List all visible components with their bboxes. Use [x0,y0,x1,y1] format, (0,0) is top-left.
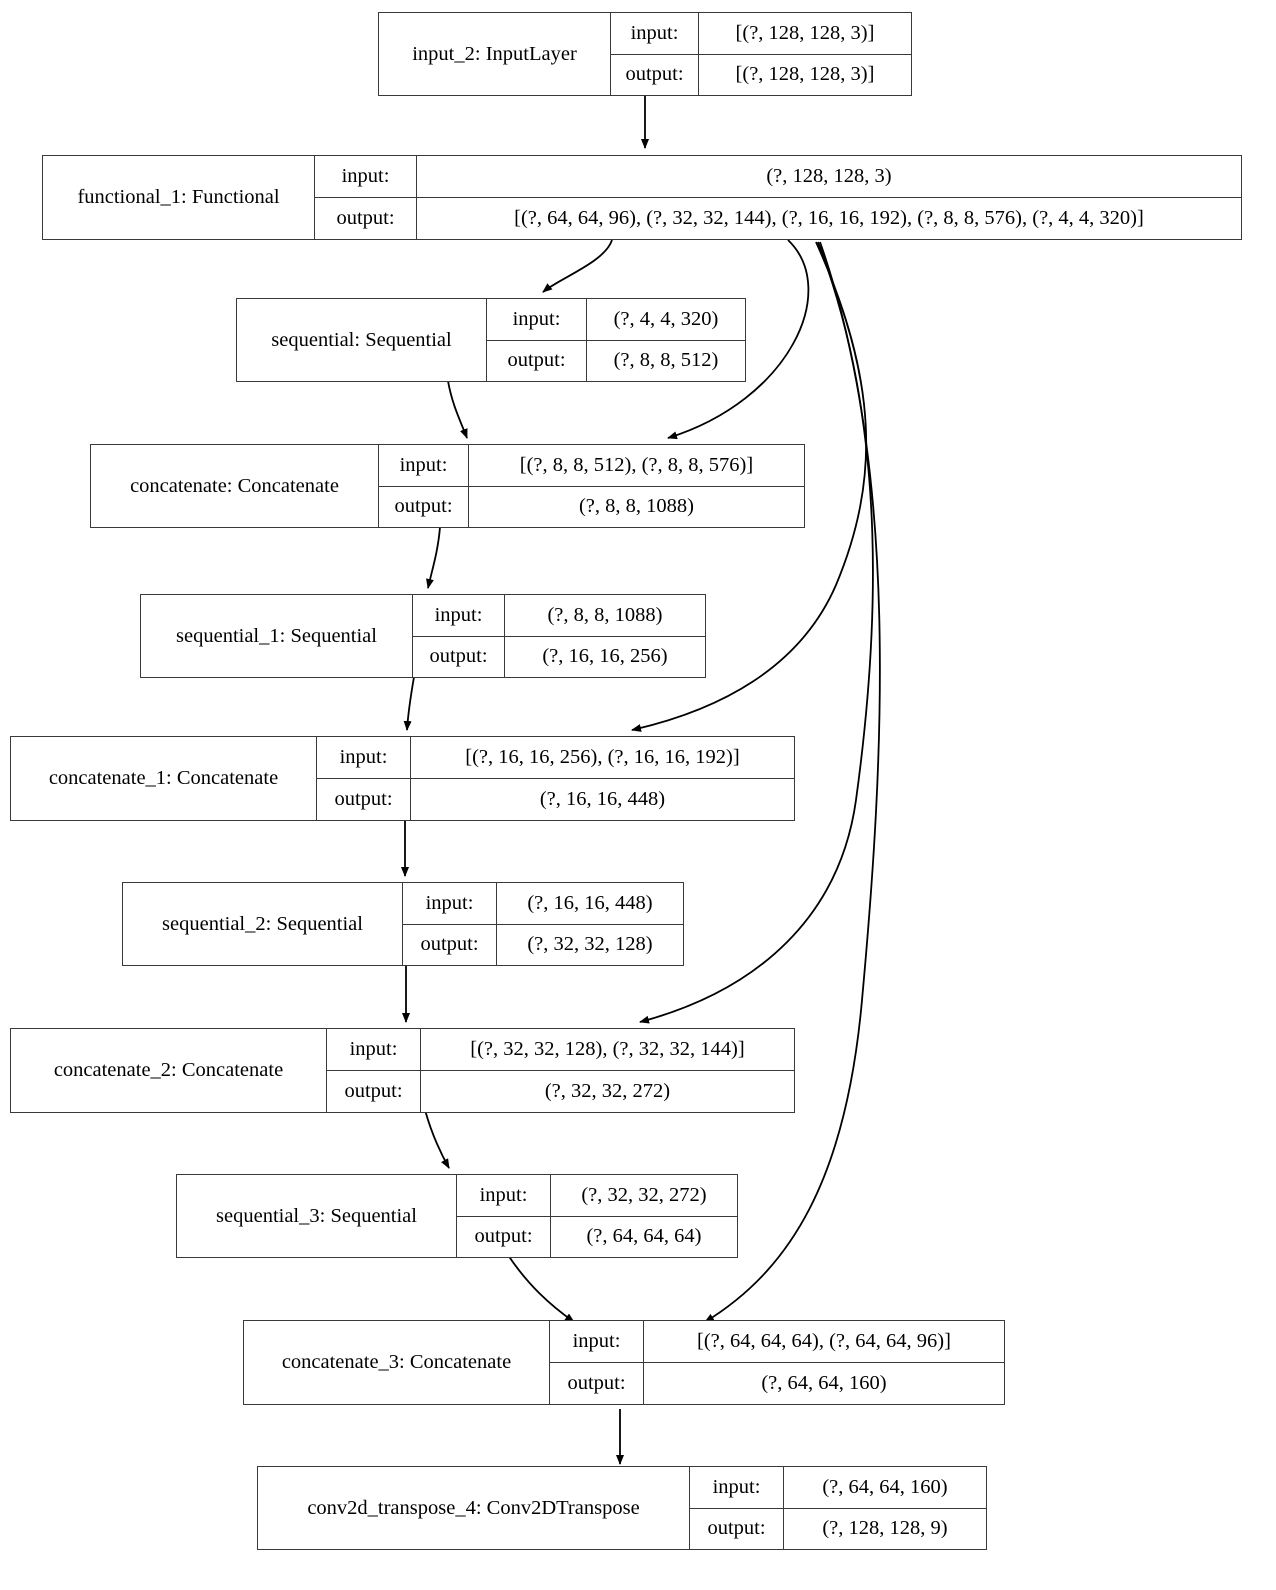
io-output-label: output: [550,1363,644,1404]
node-label: concatenate: Concatenate [91,445,379,527]
node-label: concatenate_1: Concatenate [11,737,317,820]
node-label: sequential_2: Sequential [123,883,403,965]
io-output-label: output: [611,54,699,95]
edge-functional1-sequential [542,239,613,293]
node-functional-1[interactable]: functional_1: Functional input: (?, 128,… [42,155,1242,240]
io-output-value: (?, 32, 32, 272) [544,1080,671,1102]
io-input-value: (?, 64, 64, 160) [822,1475,948,1498]
io-output-label: output: [403,924,497,965]
node-io: input: [(?, 128, 128, 3)] output: [(?, 1… [611,13,911,95]
node-sequential-1[interactable]: sequential_1: Sequential input: (?, 8, 8… [140,594,706,678]
io-output-value: [(?, 64, 64, 96), (?, 32, 32, 144), (?, … [514,207,1144,229]
io-input-value: (?, 8, 8, 1088) [547,603,663,626]
io-input-value: (?, 16, 16, 448) [527,891,653,914]
node-input-2[interactable]: input_2: InputLayer input: [(?, 128, 128… [378,12,912,96]
node-label: concatenate_2: Concatenate [11,1029,327,1112]
io-output-value: (?, 32, 32, 128) [527,933,653,956]
io-input-value: [(?, 64, 64, 64), (?, 64, 64, 96)] [697,1330,951,1352]
io-input-value: (?, 32, 32, 272) [581,1183,707,1206]
node-label: functional_1: Functional [43,156,315,239]
io-output-value: (?, 8, 8, 512) [613,349,719,372]
node-io: input: (?, 128, 128, 3) output: [(?, 64,… [315,156,1241,239]
edge-concatenate2-sequential3 [424,1109,450,1169]
node-io: input: (?, 4, 4, 320) output: (?, 8, 8, … [487,299,745,381]
io-output-value: (?, 64, 64, 64) [586,1225,702,1248]
io-input-label: input: [487,299,587,340]
node-sequential-2[interactable]: sequential_2: Sequential input: (?, 16, … [122,882,684,966]
node-io: input: [(?, 16, 16, 256), (?, 16, 16, 19… [317,737,794,820]
edge-sequential-concatenate [447,380,468,439]
io-input-label: input: [550,1321,644,1362]
node-label: sequential_3: Sequential [177,1175,457,1257]
io-output-label: output: [379,486,469,527]
io-input-label: input: [457,1175,551,1216]
io-output-label: output: [327,1071,421,1112]
node-concatenate[interactable]: concatenate: Concatenate input: [(?, 8, … [90,444,805,528]
node-conv2d-transpose-4[interactable]: conv2d_transpose_4: Conv2DTranspose inpu… [257,1466,987,1550]
io-input-label: input: [611,13,699,54]
node-concatenate-3[interactable]: concatenate_3: Concatenate input: [(?, 6… [243,1320,1005,1405]
io-input-value: (?, 4, 4, 320) [613,307,719,330]
io-input-label: input: [317,737,411,778]
io-input-label: input: [379,445,469,486]
node-label: sequential_1: Sequential [141,595,413,677]
edge-sequential3-concatenate3 [507,1254,575,1323]
edge-sequential1-concatenate1 [403,676,415,731]
io-output-label: output: [315,198,417,239]
io-output-label: output: [690,1508,784,1549]
io-output-value: (?, 16, 16, 448) [539,788,666,810]
node-io: input: [(?, 32, 32, 128), (?, 32, 32, 14… [327,1029,794,1112]
node-io: input: (?, 64, 64, 160) output: (?, 128,… [690,1467,986,1549]
io-output-value: (?, 64, 64, 160) [761,1372,887,1394]
io-output-value: [(?, 128, 128, 3)] [735,63,875,86]
io-output-value: (?, 8, 8, 1088) [578,495,694,518]
io-output-label: output: [487,340,587,381]
io-input-label: input: [690,1467,784,1508]
node-concatenate-1[interactable]: concatenate_1: Concatenate input: [(?, 1… [10,736,795,821]
io-input-label: input: [315,156,417,197]
io-input-value: (?, 128, 128, 3) [766,165,892,187]
io-output-label: output: [317,779,411,820]
io-input-label: input: [327,1029,421,1070]
io-output-value: (?, 16, 16, 256) [542,645,668,668]
node-io: input: (?, 16, 16, 448) output: (?, 32, … [403,883,683,965]
node-label: sequential: Sequential [237,299,487,381]
io-input-value: [(?, 128, 128, 3)] [735,21,875,44]
node-io: input: (?, 32, 32, 272) output: (?, 64, … [457,1175,737,1257]
edge-concatenate-sequential1 [426,526,441,589]
io-input-value: [(?, 8, 8, 512), (?, 8, 8, 576)] [519,453,754,476]
node-sequential[interactable]: sequential: Sequential input: (?, 4, 4, … [236,298,746,382]
io-input-label: input: [403,883,497,924]
node-label: concatenate_3: Concatenate [244,1321,550,1404]
node-label: conv2d_transpose_4: Conv2DTranspose [258,1467,690,1549]
io-output-label: output: [457,1216,551,1257]
node-io: input: (?, 8, 8, 1088) output: (?, 16, 1… [413,595,705,677]
node-io: input: [(?, 8, 8, 512), (?, 8, 8, 576)] … [379,445,804,527]
node-io: input: [(?, 64, 64, 64), (?, 64, 64, 96)… [550,1321,1004,1404]
io-output-label: output: [413,636,505,677]
io-input-label: input: [413,595,505,636]
node-concatenate-2[interactable]: concatenate_2: Concatenate input: [(?, 3… [10,1028,795,1113]
node-sequential-3[interactable]: sequential_3: Sequential input: (?, 32, … [176,1174,738,1258]
io-input-value: [(?, 32, 32, 128), (?, 32, 32, 144)] [470,1038,745,1060]
io-input-value: [(?, 16, 16, 256), (?, 16, 16, 192)] [465,746,740,768]
node-label: input_2: InputLayer [379,13,611,95]
io-output-value: (?, 128, 128, 9) [822,1517,948,1540]
